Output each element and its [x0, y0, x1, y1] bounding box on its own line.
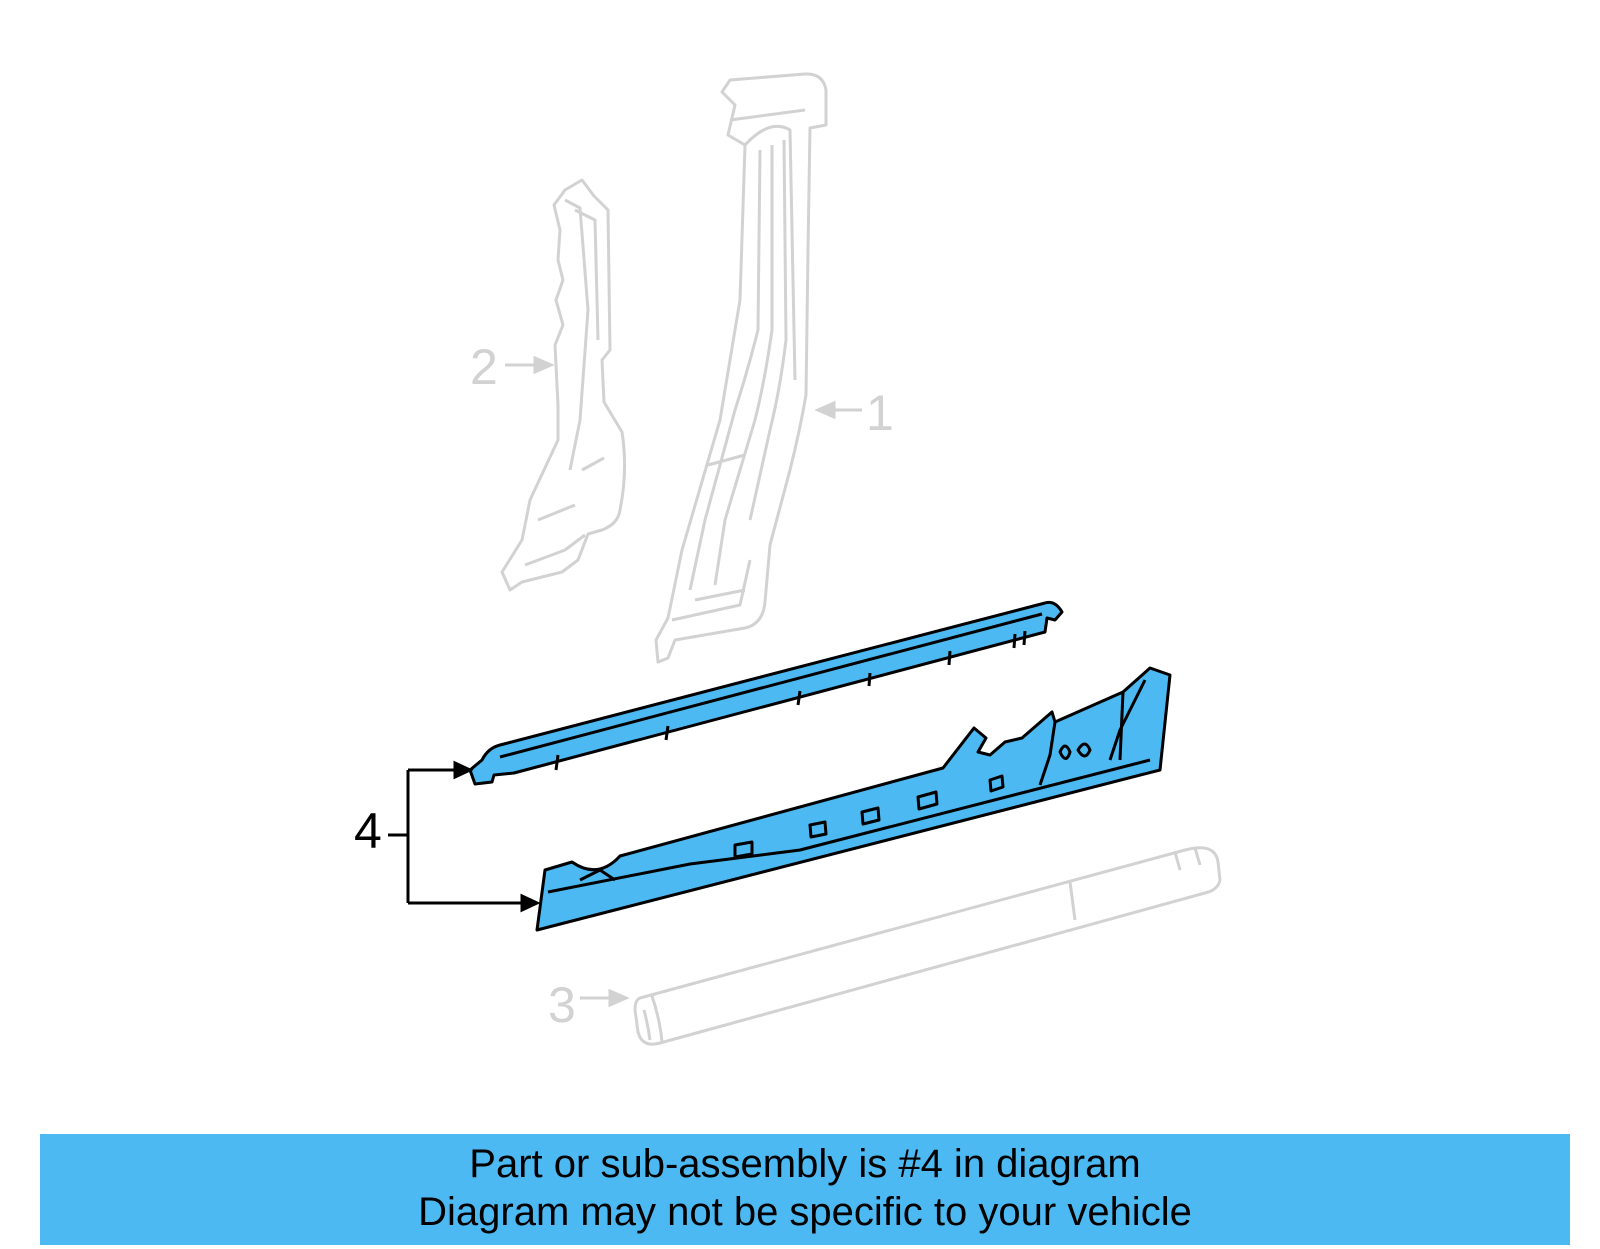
leader-1	[814, 400, 862, 420]
part-1-center-pillar	[654, 72, 828, 664]
callout-4-label: 4	[354, 803, 382, 859]
callout-3-label: 3	[548, 977, 576, 1033]
info-banner: Part or sub-assembly is #4 in diagram Di…	[40, 1134, 1570, 1245]
part-4-lower-rocker-panel	[535, 666, 1172, 932]
leader-2	[505, 355, 555, 375]
leader-4-bracket	[388, 760, 541, 913]
banner-line-2: Diagram may not be specific to your vehi…	[418, 1190, 1192, 1234]
part-4-upper-sill-rail	[468, 600, 1064, 786]
leader-3	[580, 988, 630, 1008]
part-3-rocker-molding	[633, 846, 1222, 1046]
parts-diagram	[388, 72, 1222, 1046]
callout-2-label: 2	[470, 339, 498, 395]
banner-line-1: Part or sub-assembly is #4 in diagram	[469, 1142, 1141, 1186]
part-2-front-pillar	[500, 178, 627, 592]
callout-1-label: 1	[866, 385, 894, 441]
